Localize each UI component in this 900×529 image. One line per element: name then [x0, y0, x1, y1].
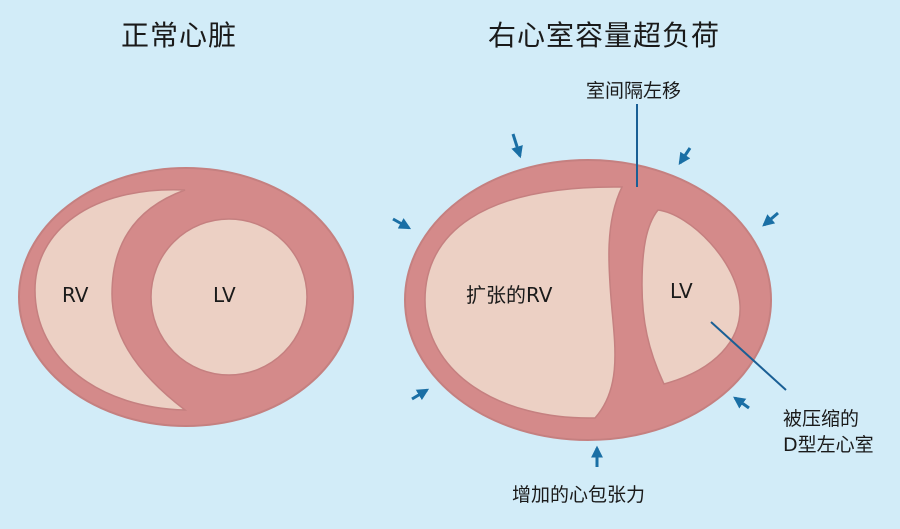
compressed-lv-pointer [710, 321, 787, 391]
normal-heart-title: 正常心脏 [121, 19, 238, 52]
arrow-right [762, 211, 779, 227]
overload-lv-label: LV [670, 279, 693, 303]
arrow-bottom-left [411, 388, 430, 401]
normal-rv-label: RV [62, 283, 89, 307]
overload-rv-label: 扩张的RV [466, 283, 553, 307]
septum-shift-label: 室间隔左移 [586, 80, 682, 102]
normal-lv-chamber [150, 218, 308, 376]
pericardial-tension-label: 增加的心包张力 [512, 484, 646, 506]
normal-rv-chamber [34, 189, 188, 411]
overload-heart-title: 右心室容量超负荷 [488, 19, 721, 52]
compressed-lv-label-line2: D型左心室 [783, 434, 874, 456]
overload-lv-chamber [641, 209, 741, 385]
arrow-top-left [511, 133, 523, 159]
normal-lv-label: LV [213, 283, 236, 307]
compressed-lv-label-line1: 被压缩的 [783, 408, 860, 430]
overload-heart [404, 159, 772, 441]
normal-heart [18, 167, 354, 427]
arrow-bottom-right [733, 396, 750, 410]
arrow-left [392, 217, 412, 230]
arrow-top-right [678, 147, 692, 165]
pericardial-arrows [392, 133, 779, 467]
overload-rv-chamber [424, 186, 624, 419]
